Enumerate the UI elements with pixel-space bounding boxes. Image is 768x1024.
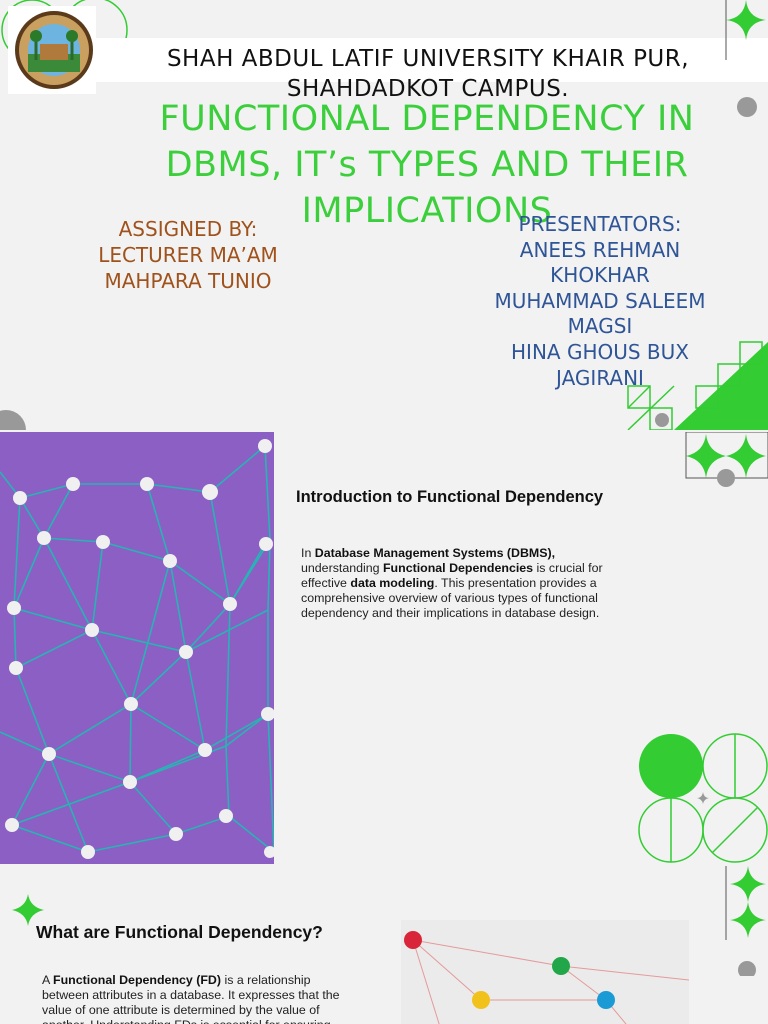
text-run: is crucial for effective <box>301 561 603 590</box>
presenter-line: MUHAMMAD SALEEM <box>494 288 706 313</box>
intro-paragraph: In Database Management Systems (DBMS), u… <box>301 546 619 621</box>
definition-slide: What are Functional Dependency? A Functi… <box>0 866 768 1024</box>
title-slide: SHAH ABDUL LATIF UNIVERSITY KHAIR PUR, S… <box>0 0 768 430</box>
dot-icon <box>737 97 757 117</box>
text-run: In <box>301 546 315 560</box>
intro-slide: Introduction to Functional Dependency In… <box>0 432 768 864</box>
definition-paragraph: A Functional Dependency (FD) is a relati… <box>42 973 354 1024</box>
text-run: understanding <box>301 561 383 575</box>
assigned-by: ASSIGNED BY: LECTURER MA’AM MAHPARA TUNI… <box>60 216 316 294</box>
assigned-heading: ASSIGNED BY: <box>118 217 258 241</box>
bold-run: data modeling <box>350 576 435 590</box>
network-graph-image <box>0 432 274 864</box>
circle-pattern-graphic <box>638 733 768 863</box>
sparkle-icon <box>12 894 44 926</box>
definition-heading: What are Functional Dependency? <box>36 922 323 942</box>
presenter-line: HINA GHOUS BUX <box>511 339 689 364</box>
presenter-line: ANEES REHMAN <box>519 237 681 262</box>
staircase-graphic <box>627 341 768 430</box>
sparkle-pair-icon <box>725 866 766 976</box>
text-run: . This presentation provides a comprehen… <box>301 576 600 620</box>
presenter-line: KHOKHAR <box>550 263 650 288</box>
presenters: PRESENTATORS: ANEES REHMAN KHOKHAR MUHAM… <box>468 212 732 391</box>
pins-image <box>401 920 689 1024</box>
university-logo <box>15 11 93 89</box>
presenters-heading: PRESENTATORS: <box>518 212 682 236</box>
presenter-line: MAGSI <box>567 314 633 339</box>
assigned-name: LECTURER MA’AM <box>98 243 278 267</box>
assigned-name: MAHPARA TUNIO <box>104 269 272 293</box>
bold-run: Database Management Systems (DBMS), <box>314 546 556 560</box>
text-run: A <box>42 973 54 987</box>
text-run: is a relationship between attributes in … <box>42 973 340 1024</box>
half-circle-icon <box>0 410 26 430</box>
university-name: SHAH ABDUL LATIF UNIVERSITY KHAIR PUR, S… <box>166 46 690 102</box>
sparkle-icon <box>725 0 766 60</box>
presentation-title: FUNCTIONAL DEPENDENCY IN DBMS, IT’s TYPE… <box>159 99 695 231</box>
university-banner <box>96 38 768 82</box>
bold-run: Functional Dependency (FD) <box>53 973 222 987</box>
bold-run: Functional Dependencies <box>382 561 534 575</box>
sparkle-pair-icon <box>685 432 768 487</box>
network-photo <box>0 432 274 864</box>
intro-heading: Introduction to Functional Dependency <box>296 488 604 506</box>
pins-photo <box>401 920 689 1024</box>
